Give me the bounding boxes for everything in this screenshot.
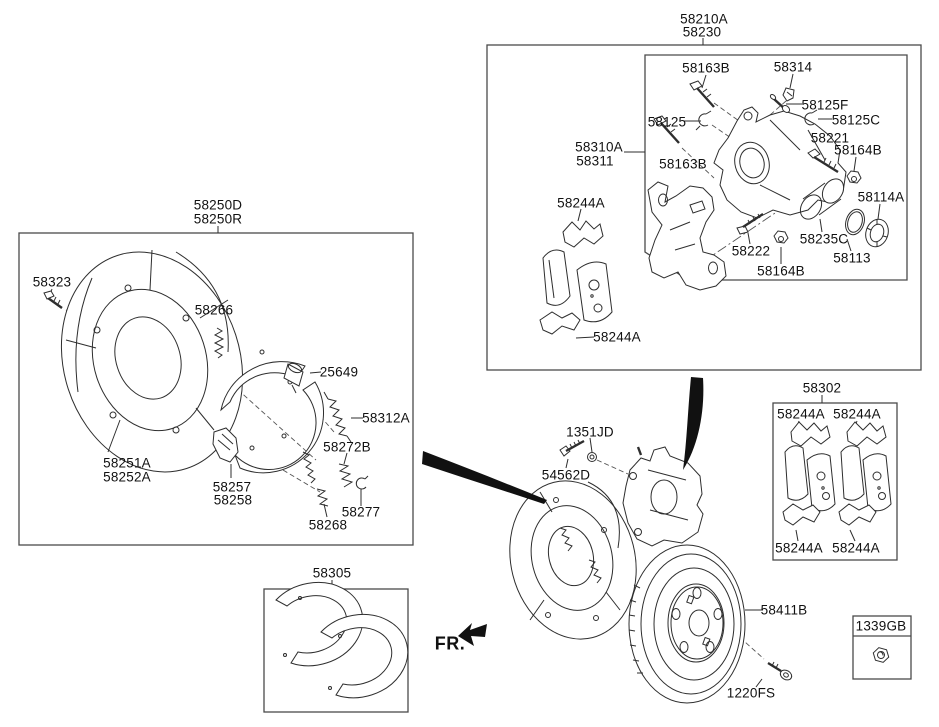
pad-kit-set-2-drawing xyxy=(838,421,892,526)
part-label-58244A-top: 58244A xyxy=(557,195,605,211)
part-label-58222: 58222 xyxy=(731,243,771,259)
part-label-58258: 58258 xyxy=(213,492,253,508)
part-label-58272B: 58272B xyxy=(323,439,371,455)
part-label-58314: 58314 xyxy=(773,59,813,75)
washer-bolt-54562D-drawing xyxy=(559,439,597,462)
clip-58125C-drawing xyxy=(804,109,818,126)
part-label-58210A: 58210A xyxy=(680,11,728,27)
fr-direction-arrow-icon xyxy=(458,623,487,646)
part-label-58163B-2: 58163B xyxy=(659,156,707,172)
part-label-58305: 58305 xyxy=(312,565,352,581)
part-label-58114A: 58114A xyxy=(857,189,905,205)
fr-direction-label: FR. xyxy=(434,633,466,654)
piston-seal-58113-drawing xyxy=(845,208,865,236)
part-label-58312A: 58312A xyxy=(362,410,410,426)
part-label-58125: 58125 xyxy=(647,114,687,130)
nut-58164B-2-drawing xyxy=(773,230,789,244)
assembled-caliper-drawing xyxy=(622,446,704,547)
part-label-58244A-kit2-top: 58244A xyxy=(833,406,881,422)
part-label-58125C: 58125C xyxy=(831,112,881,128)
part-label-1351JD: 1351JD xyxy=(566,424,614,440)
bleeder-screw-58125F-drawing xyxy=(769,94,791,113)
clip-58277-drawing xyxy=(355,475,369,490)
adjuster-plug-25649-drawing xyxy=(283,362,304,394)
backing-plate-drawing xyxy=(60,249,244,473)
part-label-58411B: 58411B xyxy=(760,602,808,618)
part-label-58250D: 58250D xyxy=(193,197,243,213)
washer-1351JD-drawing xyxy=(587,452,597,462)
brake-disc-58411B-drawing xyxy=(628,544,746,704)
part-label-58230: 58230 xyxy=(682,24,722,40)
hardware-kit-box xyxy=(852,615,912,680)
part-label-58244A-bottom: 58244A xyxy=(593,329,641,345)
part-label-58310A: 58310A xyxy=(575,139,623,155)
swoosh-left-to-center xyxy=(422,451,547,504)
spring-58272B-drawing xyxy=(338,463,354,488)
brake-pads-top-box-drawing xyxy=(539,220,613,335)
part-label-54562D: 54562D xyxy=(541,467,591,483)
assembled-backing-plate-drawing xyxy=(509,480,637,640)
mount-bolt-58221-drawing xyxy=(807,148,839,174)
spring-58268-drawing xyxy=(302,451,329,507)
part-label-58113: 58113 xyxy=(833,250,871,266)
part-label-58266: 58266 xyxy=(194,302,234,318)
piston-boot-58114A-drawing xyxy=(865,218,889,248)
part-label-58252A: 58252A xyxy=(103,469,151,485)
clip-58125-drawing xyxy=(695,110,712,131)
pad-kit-set-1-drawing xyxy=(782,421,836,526)
part-label-58164B-2: 58164B xyxy=(757,263,805,279)
piston-58235C-drawing xyxy=(799,178,845,220)
shoe-spring-58266-drawing xyxy=(213,327,225,359)
hold-down-pin-drawing xyxy=(43,290,63,309)
mount-bolt-58222-drawing xyxy=(736,212,764,235)
part-label-1339GB: 1339GB xyxy=(855,618,907,634)
backing-plate-kit-box xyxy=(18,232,414,546)
return-spring-58312A-drawing xyxy=(323,391,352,443)
park-shoe-set-drawing xyxy=(275,581,409,699)
nut-58164B-1-drawing xyxy=(846,170,862,184)
part-label-25649: 25649 xyxy=(319,364,359,380)
part-label-1220FS: 1220FS xyxy=(726,685,776,701)
pad-kit-box xyxy=(772,402,898,561)
part-label-58125F: 58125F xyxy=(801,97,849,113)
part-label-58235C: 58235C xyxy=(799,231,849,247)
part-label-58277: 58277 xyxy=(341,504,381,520)
caliper-subassembly-box xyxy=(644,54,908,281)
swoosh-top-to-caliper xyxy=(683,377,704,470)
part-label-58244A-kit2-bottom: 58244A xyxy=(832,540,880,556)
caliper-kit-box xyxy=(486,44,922,371)
caliper-carrier-drawing xyxy=(647,181,727,291)
part-label-58244A-kit1-top: 58244A xyxy=(777,406,825,422)
part-label-58250R: 58250R xyxy=(193,211,243,227)
part-label-58244A-kit1-bottom: 58244A xyxy=(775,540,823,556)
guide-bolt-58163B-1-drawing xyxy=(689,80,715,108)
reference-swoosh-arrows xyxy=(422,377,704,504)
part-label-58163B-1: 58163B xyxy=(682,60,730,76)
bleeder-cap-58314-drawing xyxy=(782,87,795,102)
adjuster-lever-58257-drawing xyxy=(212,427,239,463)
disc-screw-1220FS-drawing xyxy=(767,661,793,681)
part-label-58302: 58302 xyxy=(802,380,842,396)
part-label-58311: 58311 xyxy=(576,153,614,169)
part-label-58164B-1: 58164B xyxy=(834,142,882,158)
part-label-58323: 58323 xyxy=(32,274,72,290)
guide-bolt-58163B-2-drawing xyxy=(653,115,680,144)
nut-icon xyxy=(872,647,890,663)
part-label-58221: 58221 xyxy=(810,130,850,146)
part-label-58268: 58268 xyxy=(308,517,348,533)
part-label-58257: 58257 xyxy=(212,479,252,495)
part-label-58251A: 58251A xyxy=(103,455,151,471)
